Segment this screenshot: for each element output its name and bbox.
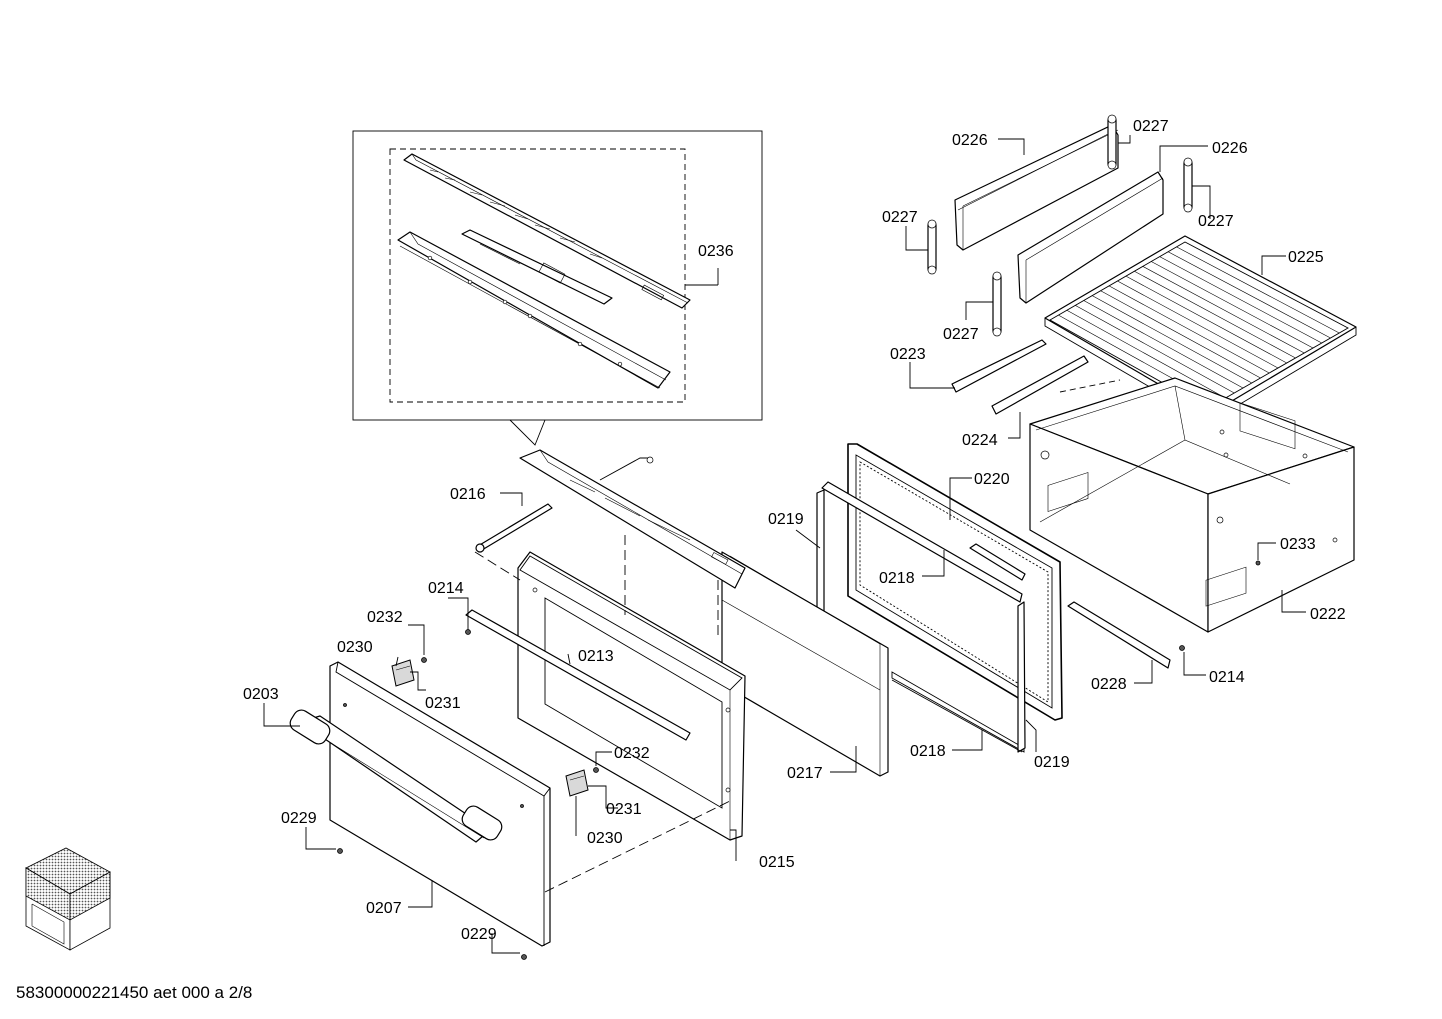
grid-shelf-bar — [1108, 285, 1270, 374]
label-0218-upper: 0218 — [879, 570, 915, 587]
label-0227-left: 0227 — [882, 209, 918, 226]
control-panel-0216 — [519, 449, 746, 589]
grid-shelf-bar — [1083, 300, 1244, 389]
bracket-0230-lower — [565, 769, 589, 797]
document-code: 58300000221450 aet 000 a 2/8 — [16, 983, 252, 1002]
label-0231-lower: 0231 — [606, 801, 642, 818]
rail-0226-lower — [1017, 171, 1164, 304]
label-0227-top: 0227 — [1133, 118, 1169, 135]
door-bar-0213 — [465, 609, 691, 741]
assembly-lines — [474, 551, 1023, 893]
inner-door-frame-0215 — [517, 535, 746, 841]
detail-inset-0236 — [352, 130, 763, 446]
label-0232-upper: 0232 — [367, 609, 403, 626]
label-0213: 0213 — [578, 648, 614, 665]
label-0226-lower: 0226 — [1212, 140, 1248, 157]
screw-set — [337, 560, 1261, 960]
label-0227-right: 0227 — [1198, 213, 1234, 230]
label-0215: 0215 — [759, 854, 795, 871]
hinge-bar — [475, 503, 553, 553]
label-0214-left: 0214 — [428, 580, 464, 597]
label-0229-bottom: 0229 — [461, 926, 497, 943]
grid-shelf-bar — [1134, 270, 1296, 359]
door-seal-frame-0220 — [847, 443, 1063, 721]
door-handle-0203 — [289, 709, 503, 843]
label-0226-upper: 0226 — [952, 132, 988, 149]
grid-shelf-bar — [1125, 275, 1287, 364]
hinge-0227-set — [927, 114, 1193, 337]
grid-shelf-bar — [1159, 256, 1322, 344]
label-0225: 0225 — [1288, 249, 1324, 266]
label-0228: 0228 — [1091, 676, 1127, 693]
grid-shelf-bar — [1066, 309, 1226, 399]
gasket-0218 — [821, 481, 1026, 753]
inner-glass-0217 — [721, 551, 889, 777]
bracket-0230-upper — [391, 659, 415, 687]
label-0232-lower: 0232 — [614, 745, 650, 762]
label-0230-lower: 0230 — [587, 830, 623, 847]
label-0217: 0217 — [787, 765, 823, 782]
oven-cavity-0222 — [1029, 377, 1355, 633]
strip-0228 — [1067, 601, 1171, 669]
label-0227-mid: 0227 — [943, 326, 979, 343]
label-0233: 0233 — [1280, 536, 1316, 553]
grid-shelf-bar — [1176, 246, 1340, 334]
grid-shelf-bar — [1117, 280, 1279, 369]
label-0207: 0207 — [366, 900, 402, 917]
leader-lines — [263, 135, 1306, 954]
label-0218-lower: 0218 — [910, 743, 946, 760]
label-0216: 0216 — [450, 486, 486, 503]
label-0222: 0222 — [1310, 606, 1346, 623]
grid-shelf-bar — [1092, 295, 1252, 384]
grid-shelf-bar — [1100, 290, 1261, 379]
label-0219-right: 0219 — [1034, 754, 1070, 771]
strip-0224 — [991, 355, 1121, 415]
grid-shelf-bar — [1167, 251, 1331, 339]
label-0230-upper: 0230 — [337, 639, 373, 656]
label-0214-right: 0214 — [1209, 669, 1245, 686]
grid-shelf-0225 — [1044, 235, 1357, 423]
grid-shelf-bar — [1142, 266, 1305, 354]
strip-0223 — [951, 339, 1047, 393]
label-0219-left: 0219 — [768, 511, 804, 528]
part-labels: 0236 0226 0227 0226 0227 0227 0227 0225 … — [243, 118, 1346, 943]
label-0223: 0223 — [890, 346, 926, 363]
label-0203: 0203 — [243, 686, 279, 703]
grid-shelf-bar — [1151, 261, 1314, 349]
label-0231-upper: 0231 — [425, 695, 461, 712]
grid-shelf-bar — [1075, 305, 1235, 394]
label-0224: 0224 — [962, 432, 998, 449]
label-0236: 0236 — [698, 243, 734, 260]
oven-position-cube-icon — [25, 847, 111, 951]
label-0229-left: 0229 — [281, 810, 317, 827]
label-0220: 0220 — [974, 471, 1010, 488]
